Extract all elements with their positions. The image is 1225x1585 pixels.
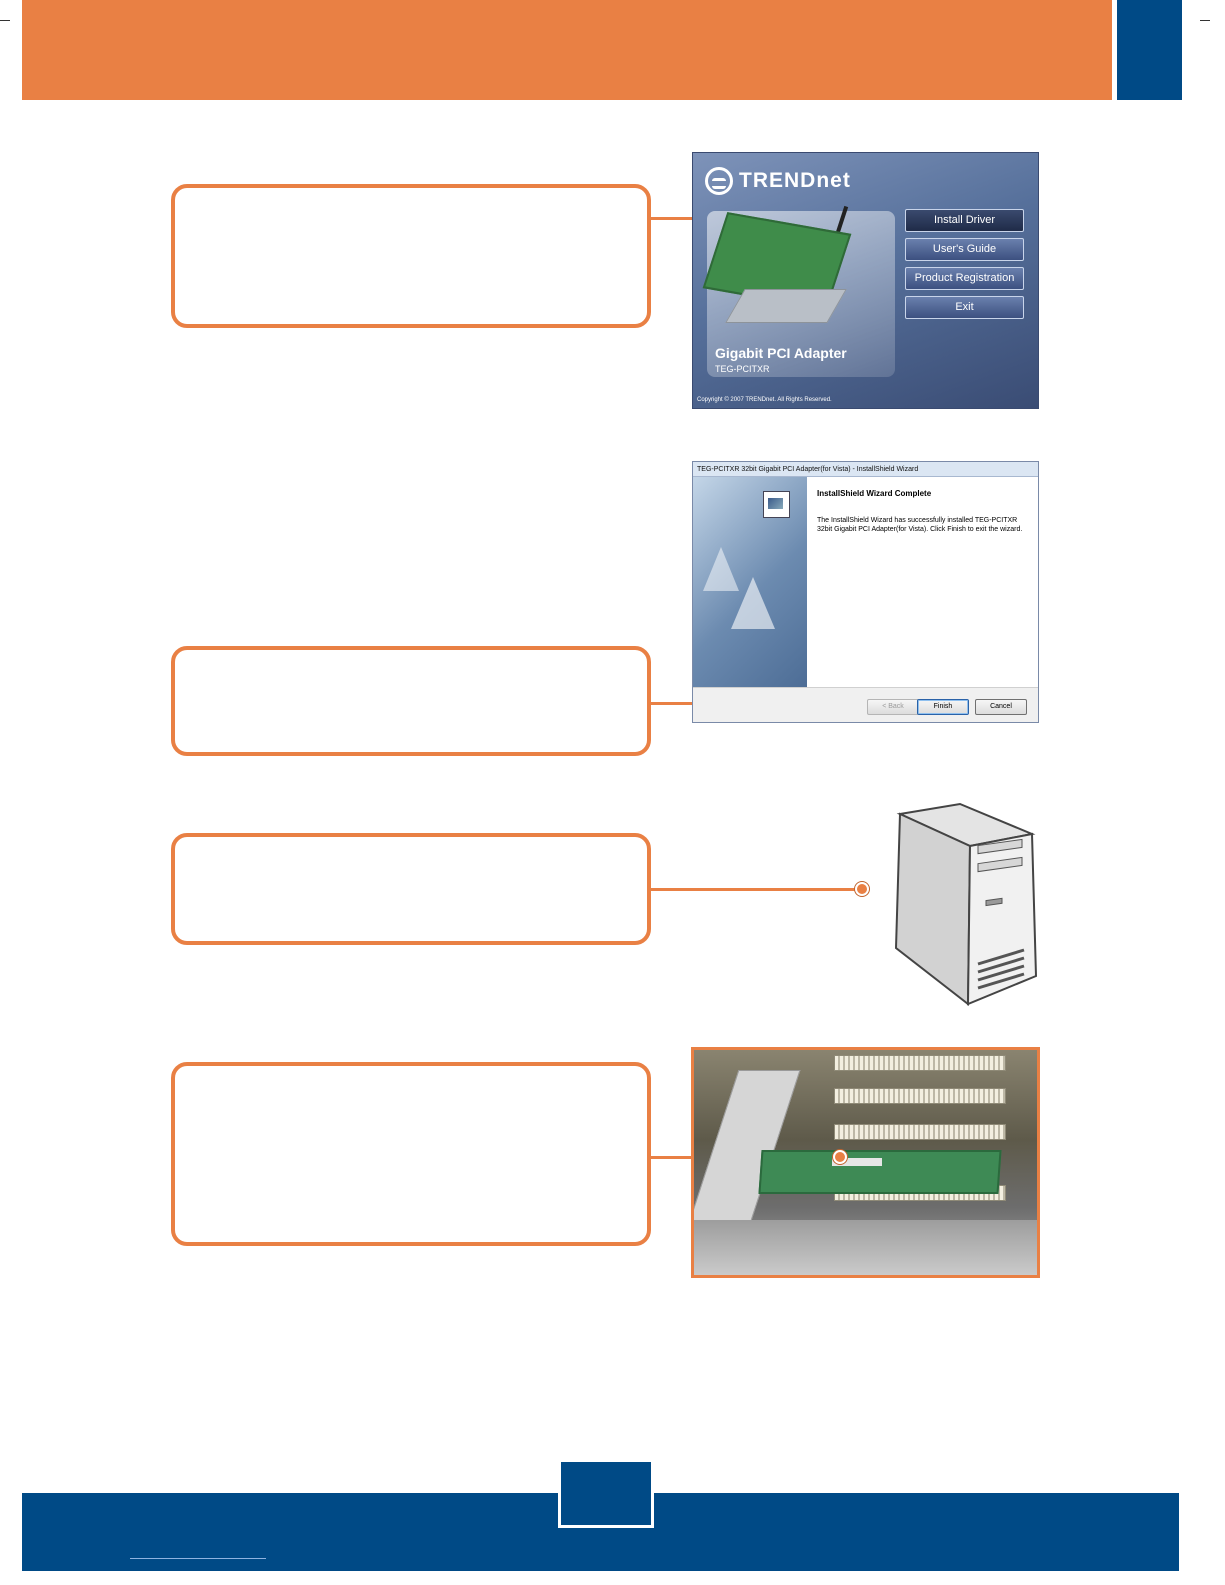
cancel-button[interactable]: Cancel: [975, 699, 1027, 715]
installshield-wizard-window: TEG-PCITXR 32bit Gigabit PCI Adapter(for…: [692, 461, 1039, 723]
step-3-connector: [651, 888, 863, 891]
wizard-body: The InstallShield Wizard has successfull…: [817, 517, 1023, 533]
users-guide-button[interactable]: User's Guide: [905, 238, 1024, 261]
pci-slot: [834, 1088, 1006, 1104]
step-3-callout: [171, 833, 651, 945]
copyright-text: Copyright © 2007 TRENDnet. All Rights Re…: [697, 397, 832, 403]
header-tab: [1117, 0, 1182, 100]
product-name: Gigabit PCI Adapter: [715, 345, 847, 361]
network-card-photo: [758, 1150, 1002, 1194]
back-button[interactable]: < Back: [867, 699, 919, 715]
crop-mark: [0, 20, 10, 21]
pci-slot: [834, 1124, 1006, 1140]
autorun-screen: TRENDnet Gigabit PCI Adapter TEG-PCITXR …: [692, 152, 1039, 409]
finish-button[interactable]: Finish: [917, 699, 969, 715]
product-model: TEG-PCITXR: [715, 364, 770, 374]
step-4-callout: [171, 1062, 651, 1246]
product-panel: Gigabit PCI Adapter TEG-PCITXR: [702, 205, 895, 377]
card-sticker: [832, 1158, 882, 1166]
wizard-logo-icon: [763, 491, 790, 518]
step-3-pointer-dot: [855, 882, 869, 896]
footer-rule: [130, 1558, 266, 1559]
card-bracket-graphic: [725, 289, 847, 323]
install-driver-button[interactable]: Install Driver: [905, 209, 1024, 232]
case-floor: [694, 1220, 1037, 1275]
step-1-callout: [171, 184, 651, 328]
pci-slot: [834, 1055, 1006, 1071]
page-number-tab: [558, 1462, 654, 1528]
wizard-side-banner: [693, 477, 807, 687]
pci-card-install-photo: [691, 1047, 1040, 1278]
header-bar: [22, 0, 1112, 100]
step-2-callout: [171, 646, 651, 756]
computer-tower-icon: [894, 802, 1038, 1007]
wizard-footer: < Back Finish Cancel: [693, 687, 1038, 722]
window-title: TEG-PCITXR 32bit Gigabit PCI Adapter(for…: [693, 462, 1038, 477]
crop-mark: [1200, 20, 1210, 21]
wizard-heading: InstallShield Wizard Complete: [817, 489, 932, 498]
step-4-pointer-dot: [833, 1150, 847, 1164]
trendnet-logo-text: TRENDnet: [739, 169, 851, 192]
trendnet-logo-icon: TRENDnet: [705, 167, 851, 195]
exit-button[interactable]: Exit: [905, 296, 1024, 319]
product-registration-button[interactable]: Product Registration: [905, 267, 1024, 290]
